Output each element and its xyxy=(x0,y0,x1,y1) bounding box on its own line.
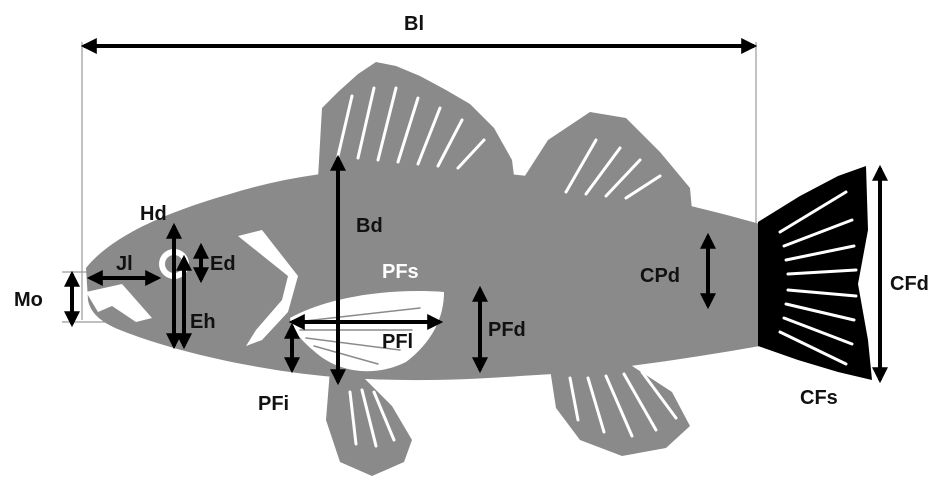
label-pfd: PFd xyxy=(488,319,526,341)
label-pfl: PFl xyxy=(382,331,413,353)
label-cfd: CFd xyxy=(890,273,929,295)
label-bl: Bl xyxy=(404,13,424,35)
label-pfs: PFs xyxy=(382,261,419,283)
label-hd: Hd xyxy=(140,203,167,225)
label-eh: Eh xyxy=(190,311,216,333)
label-bd: Bd xyxy=(356,215,383,237)
label-pfi: PFi xyxy=(258,393,289,415)
label-cpd: CPd xyxy=(640,265,680,287)
label-mo: Mo xyxy=(14,289,43,311)
label-ed: Ed xyxy=(210,253,236,275)
label-jl: Jl xyxy=(116,253,133,275)
fish-silhouette xyxy=(86,62,872,476)
label-cfs: CFs xyxy=(800,387,838,409)
